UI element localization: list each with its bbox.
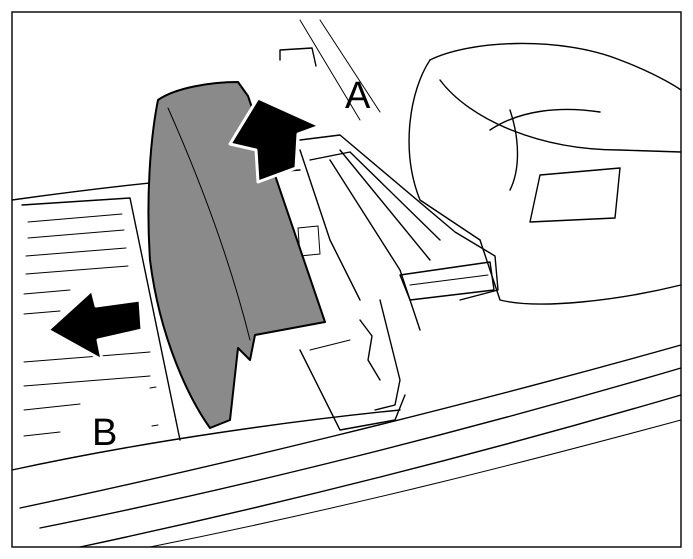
up-arrow-icon: [228, 96, 322, 184]
seat-rail-assembly: [279, 47, 499, 431]
figure-border: [11, 11, 682, 548]
label-a: A: [345, 75, 371, 117]
step-plate: [21, 197, 181, 441]
label-b: B: [92, 412, 117, 454]
left-arrow-icon: [46, 288, 144, 362]
seat: [299, 19, 682, 305]
side-cover-panel: [147, 81, 326, 429]
